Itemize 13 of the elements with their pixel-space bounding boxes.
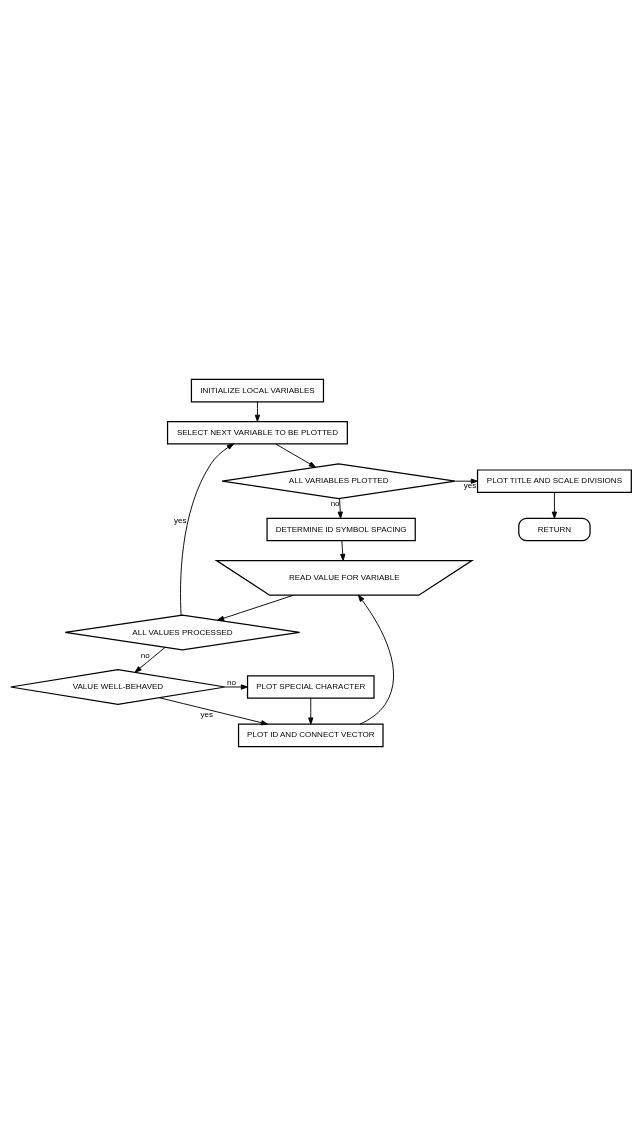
arrow <box>134 646 166 673</box>
arrow <box>337 497 343 519</box>
arrow <box>275 443 317 468</box>
arrow <box>158 696 269 725</box>
arrow <box>551 491 558 519</box>
arrow <box>357 594 394 725</box>
arrow <box>224 683 248 690</box>
arrow <box>254 401 261 422</box>
arrow <box>308 697 314 725</box>
arrow <box>180 443 234 616</box>
arrow <box>340 539 346 561</box>
arrow <box>217 594 294 621</box>
arrow <box>454 478 478 484</box>
